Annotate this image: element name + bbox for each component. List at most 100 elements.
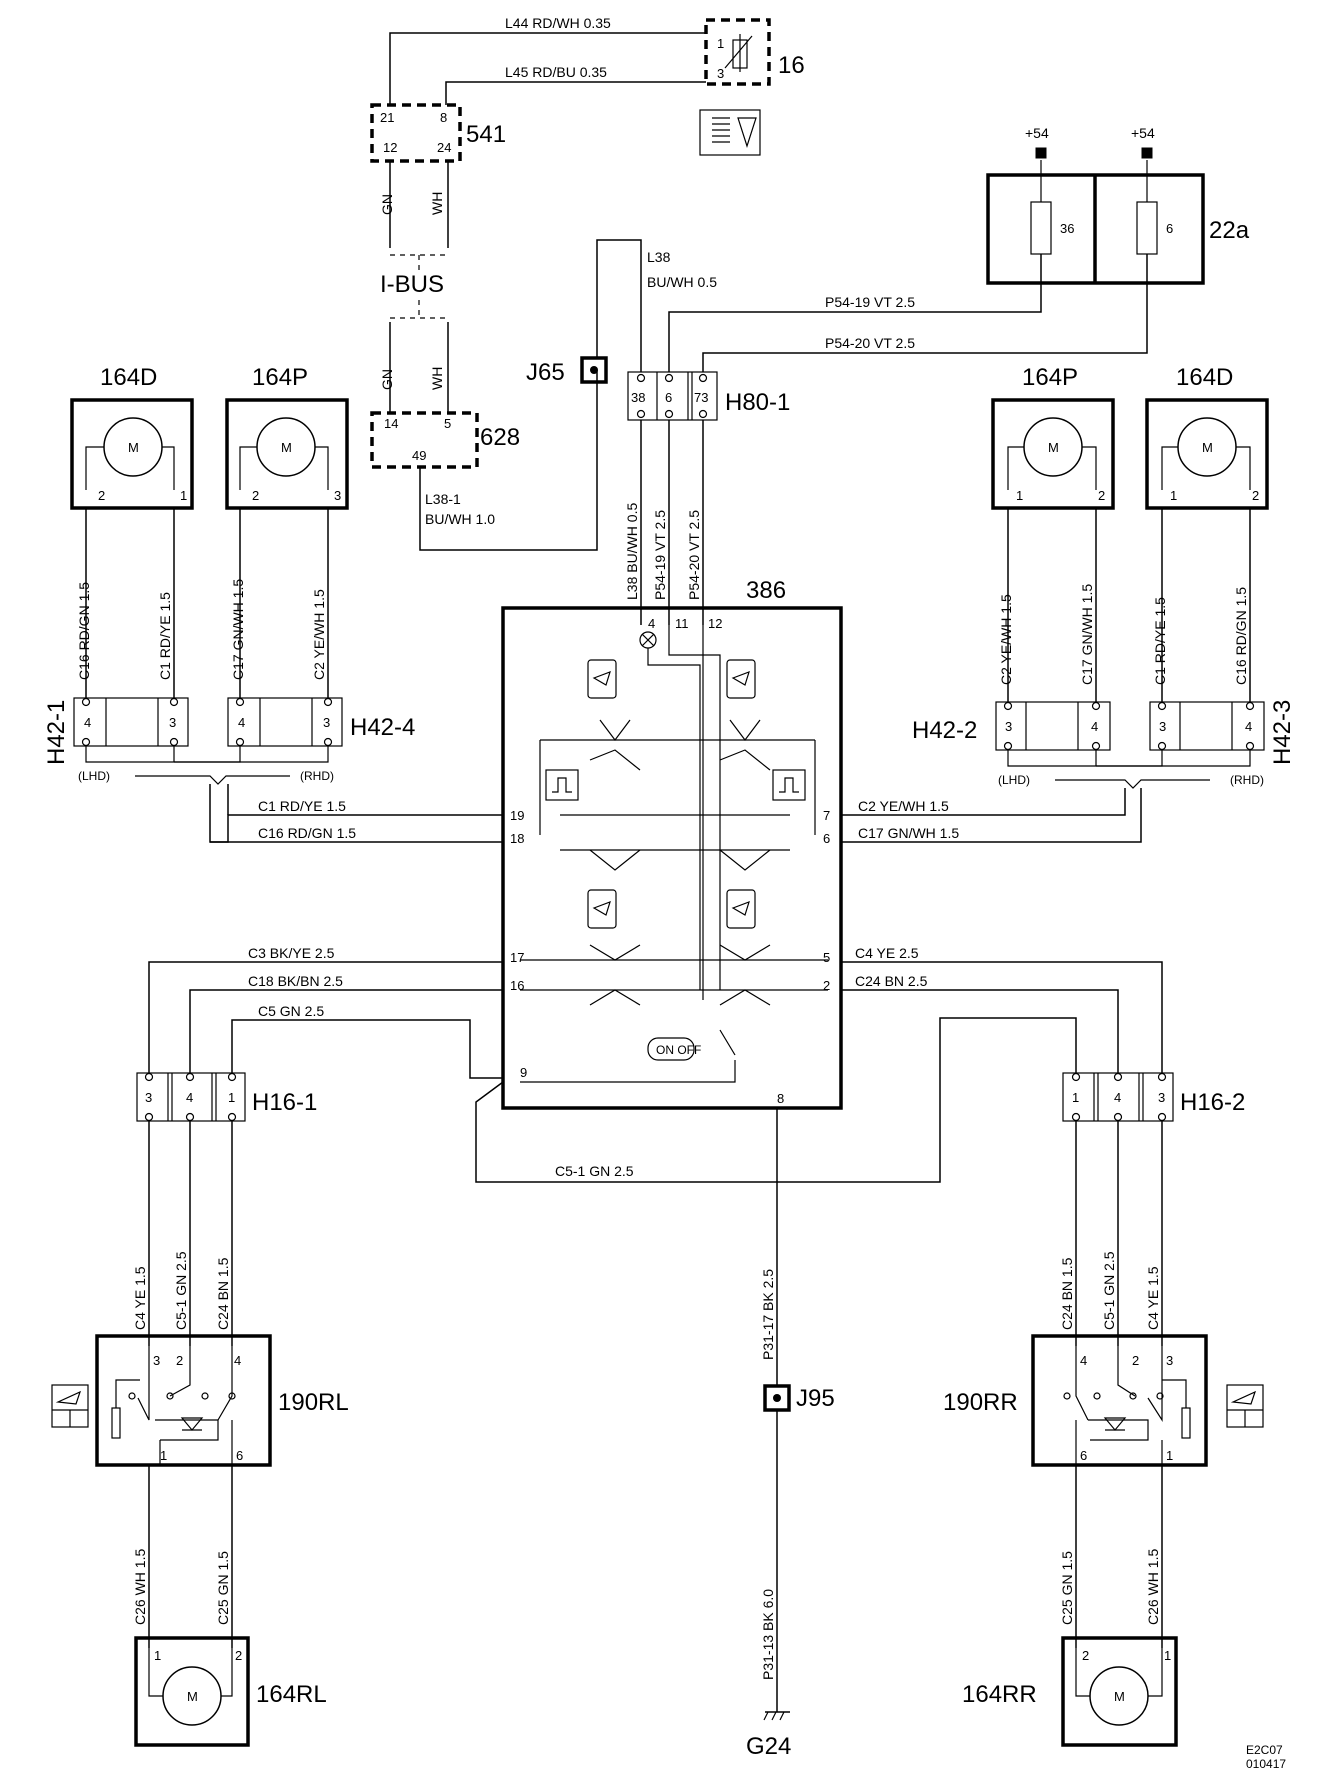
wire-label-gn: GN bbox=[379, 194, 395, 215]
wire-label-c5: C5 GN 2.5 bbox=[258, 1003, 324, 1019]
pin-label: 1 bbox=[154, 1648, 161, 1663]
pin-label: 1 bbox=[1166, 1448, 1173, 1463]
wire-label-c3: C3 BK/YE 2.5 bbox=[248, 945, 335, 961]
pin-label: 1 bbox=[1164, 1648, 1171, 1663]
connector-h16-1 bbox=[136, 1072, 246, 1122]
wire-label-c26-left: C26 WH 1.5 bbox=[132, 1549, 148, 1625]
doc-code: E2C07 bbox=[1246, 1743, 1283, 1757]
ibus-label: I-BUS bbox=[380, 271, 444, 298]
label-j95: J95 bbox=[796, 1385, 835, 1412]
pin-label: 3 bbox=[1159, 719, 1166, 734]
rhd-label: (RHD) bbox=[300, 769, 334, 783]
motor-m-label: M bbox=[1202, 440, 1213, 455]
pin-label: 4 bbox=[238, 715, 245, 730]
label-164rr: 164RR bbox=[962, 1681, 1037, 1708]
pin-label: 3 bbox=[323, 715, 330, 730]
label-541: 541 bbox=[466, 121, 506, 148]
label-164d-right: 164D bbox=[1176, 364, 1233, 391]
label-h42-3: H42-3 bbox=[1269, 700, 1296, 765]
label-h16-1: H16-1 bbox=[252, 1089, 317, 1116]
wire-label-c16-horizontal: C16 RD/GN 1.5 bbox=[258, 825, 356, 841]
label-164p-right: 164P bbox=[1022, 364, 1078, 391]
lhd-label: (LHD) bbox=[78, 769, 110, 783]
pin-label: 3 bbox=[717, 66, 724, 81]
connector-h42-4 bbox=[227, 697, 343, 747]
wire-label-p31-17: P31-17 BK 2.5 bbox=[760, 1269, 776, 1360]
fuse-label-36: 36 bbox=[1060, 221, 1074, 236]
label-628: 628 bbox=[480, 424, 520, 451]
label-h80-1: H80-1 bbox=[725, 389, 790, 416]
pin-label: 3 bbox=[153, 1353, 160, 1368]
pin-label: 1 bbox=[717, 36, 724, 51]
pin-label: 6 bbox=[1080, 1448, 1087, 1463]
motor-164d-left bbox=[70, 398, 194, 510]
wire-label-c16: C16 RD/GN 1.5 bbox=[76, 582, 92, 680]
rhd-label: (RHD) bbox=[1230, 773, 1264, 787]
label-386: 386 bbox=[746, 577, 786, 604]
supply-label-plus54: +54 bbox=[1025, 125, 1049, 141]
wire-label-p54-19-vertical: P54-19 VT 2.5 bbox=[652, 510, 668, 600]
doc-date: 010417 bbox=[1246, 1757, 1286, 1771]
pin-label: 1 bbox=[180, 488, 187, 503]
pin-label: 17 bbox=[510, 950, 524, 965]
pin-label: 1 bbox=[160, 1448, 167, 1463]
window-switch-190rr bbox=[1031, 1334, 1208, 1467]
label-164p-left: 164P bbox=[252, 364, 308, 391]
wire-label-l45: L45 RD/BU 0.35 bbox=[505, 64, 607, 80]
pin-label: 16 bbox=[510, 978, 524, 993]
pin-label: 4 bbox=[1245, 719, 1252, 734]
wire-label-c17-right: C17 GN/WH 1.5 bbox=[1079, 584, 1095, 685]
pin-label: 4 bbox=[234, 1353, 241, 1368]
wire-label-c18: C18 BK/BN 2.5 bbox=[248, 973, 343, 989]
module-628 bbox=[370, 411, 479, 469]
pin-label: 11 bbox=[675, 616, 689, 631]
wire-label-c4-ye-right: C4 YE 1.5 bbox=[1145, 1266, 1161, 1330]
wire-label-l38-vertical: L38 BU/WH 0.5 bbox=[624, 503, 640, 600]
motor-164d-right bbox=[1145, 398, 1269, 510]
motor-m-label: M bbox=[187, 1689, 198, 1704]
pin-label: 18 bbox=[510, 831, 524, 846]
window-icon bbox=[51, 1384, 89, 1428]
motor-164rr bbox=[1061, 1636, 1178, 1747]
wire-label-c26-right: C26 WH 1.5 bbox=[1145, 1549, 1161, 1625]
pin-label: 3 bbox=[1158, 1090, 1165, 1105]
motor-m-label: M bbox=[1114, 1689, 1125, 1704]
connector-h80-1 bbox=[627, 371, 718, 421]
pin-label: 12 bbox=[708, 616, 722, 631]
wire-label-l38-spec: BU/WH 0.5 bbox=[647, 274, 717, 290]
connector-h42-1 bbox=[73, 697, 189, 747]
window-switch-190rl bbox=[95, 1334, 272, 1467]
wire-label-c16-right: C16 RD/GN 1.5 bbox=[1233, 587, 1249, 685]
connector-h16-2 bbox=[1062, 1072, 1174, 1122]
wire-label-l44: L44 RD/WH 0.35 bbox=[505, 15, 611, 31]
wire-label-p31-13: P31-13 BK 6.0 bbox=[760, 1589, 776, 1680]
wire-label-c5-1-right: C5-1 GN 2.5 bbox=[1101, 1251, 1117, 1330]
supply-label-plus54: +54 bbox=[1131, 125, 1155, 141]
wire-label-c4-ye-left: C4 YE 1.5 bbox=[132, 1266, 148, 1330]
motor-m-label: M bbox=[281, 440, 292, 455]
pin-label: 3 bbox=[1166, 1353, 1173, 1368]
sensor-16 bbox=[699, 18, 771, 156]
connector-h42-2 bbox=[995, 701, 1111, 751]
pin-label: 6 bbox=[236, 1448, 243, 1463]
pin-label: 3 bbox=[145, 1090, 152, 1105]
pin-label: 1 bbox=[1016, 488, 1023, 503]
wire-label-l38-1-spec: BU/WH 1.0 bbox=[425, 511, 495, 527]
sensor-icon bbox=[699, 109, 761, 156]
pin-label: 1 bbox=[228, 1090, 235, 1105]
wire-label-c25-left: C25 GN 1.5 bbox=[215, 1551, 231, 1625]
module-541 bbox=[370, 103, 462, 163]
pin-label: 3 bbox=[169, 715, 176, 730]
wire-label-l38: L38 bbox=[647, 249, 671, 265]
ground-icon bbox=[763, 1711, 790, 1721]
pin-label: 3 bbox=[1005, 719, 1012, 734]
pin-label: 2 bbox=[1252, 488, 1259, 503]
wire-label-c5-1-left: C5-1 GN 2.5 bbox=[173, 1251, 189, 1330]
pin-label: 2 bbox=[1132, 1353, 1139, 1368]
label-h42-1: H42-1 bbox=[43, 700, 70, 765]
pin-label: 38 bbox=[631, 390, 645, 405]
wire-label-c2: C2 YE/WH 1.5 bbox=[311, 589, 327, 680]
pin-label: 4 bbox=[84, 715, 91, 730]
pin-label: 24 bbox=[437, 140, 451, 155]
wire-label-c24-bn-right: C24 BN 1.5 bbox=[1059, 1257, 1075, 1330]
